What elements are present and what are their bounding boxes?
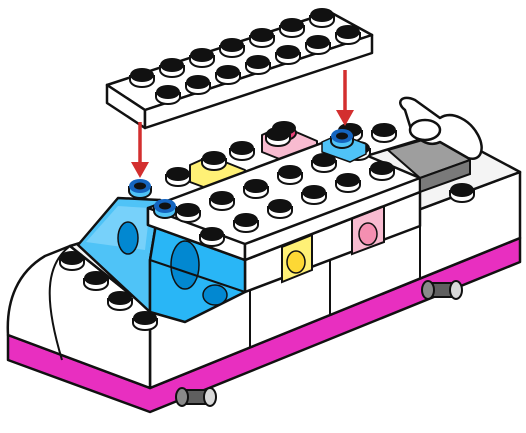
new-plate-2x8 [107,8,372,128]
target-stud-second [154,199,176,218]
placement-arrow-left [131,122,149,178]
front-wheel [176,388,216,406]
placement-arrow-right [336,70,354,126]
target-stud-front [129,179,151,198]
rear-wheel [422,281,462,299]
